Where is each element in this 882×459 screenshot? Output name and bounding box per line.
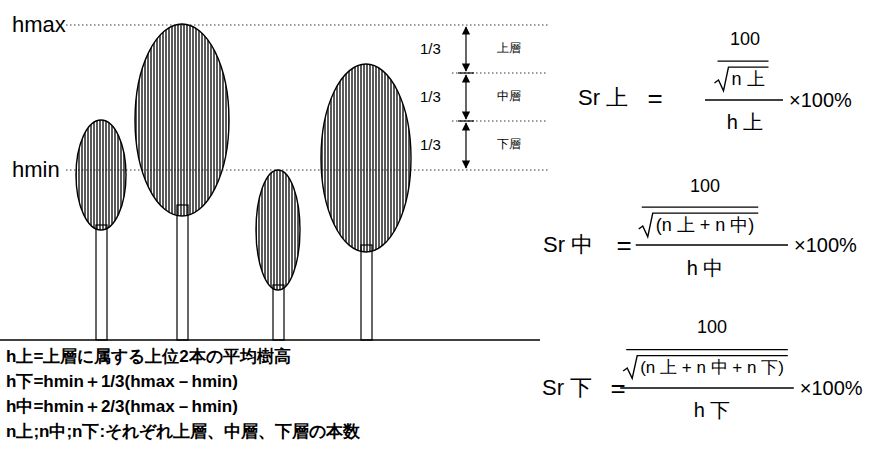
layer-label: 上層 [497,42,521,55]
definition-note: h上=上層に属する上位2本の平均樹高 [6,348,291,367]
radical-sign [623,356,788,379]
radicand: (n 上 + n 中 + n 下) [640,359,784,378]
formula-symbol: Sr 上 [578,86,628,110]
definition-note: h中=hmin＋2/3(hmax－hmin) [6,398,238,417]
tree-trunks [96,205,372,340]
ground-line [0,339,540,340]
numerator: 100 [730,30,760,50]
definition-note: n上;n中;n下:それぞれ上層、中層、下層の本数 [6,423,360,442]
fraction-label: 1/3 [420,89,441,106]
numerator: 100 [697,318,727,338]
fraction-label: 1/3 [420,137,441,154]
height-label: hmax [12,13,66,37]
definition-note: h下=hmin＋1/3(hmax－hmin) [6,373,238,392]
fraction-bar [642,206,759,207]
thirds-arrows [458,27,474,168]
fraction-bar [705,99,783,101]
tree-crowns [76,24,411,290]
denominator: h 上 [727,111,764,133]
percent-factor: ×100% [800,377,863,399]
denominator: h 中 [687,257,724,279]
fraction-label: 1/3 [420,41,441,58]
radical-sign [639,213,759,237]
radical-sign [714,67,768,91]
numerator: 100 [690,177,720,197]
fraction-bar [626,349,788,350]
layer-label: 下層 [497,138,521,151]
percent-factor: ×100% [789,89,852,111]
denominator: h 下 [694,399,731,421]
equals-sign: = [610,374,625,403]
fraction-bar [620,387,794,389]
fraction-bar [717,60,768,61]
layer-label: 中層 [497,90,521,103]
fraction-bar [636,244,788,246]
formula-symbol: Sr 下 [542,376,592,400]
percent-factor: ×100% [794,234,857,256]
height-label: hmin [12,158,60,182]
radicand: (n 上 + n 中) [656,216,755,236]
radicand: n 上 [731,70,764,90]
equals-sign: = [616,231,631,260]
formula-symbol: Sr 中 [543,233,593,257]
equals-sign: = [647,84,662,113]
